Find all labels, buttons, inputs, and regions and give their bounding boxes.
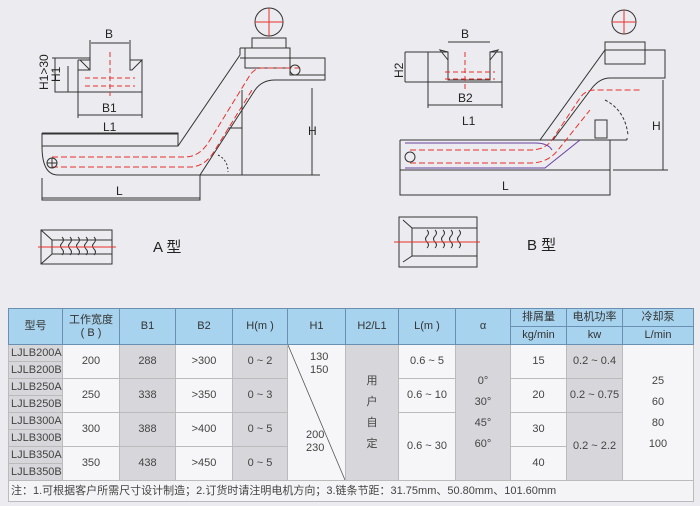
svg-text:H: H xyxy=(652,119,661,133)
b2-cell: >300 xyxy=(175,344,233,379)
motor-cell: 0.2 ~ 0.4 xyxy=(566,344,623,379)
width-cell: 250 xyxy=(62,378,120,413)
table-row: LJLB350B xyxy=(8,463,694,481)
header-motor: 电机功率 xyxy=(566,308,623,327)
spec-table: 型号 工作宽度( B ) B1 B2 H(m ) H1 H2/L1 L(m ) … xyxy=(8,308,694,502)
svg-text:B: B xyxy=(105,27,113,41)
chip-cell: 40 xyxy=(510,446,567,481)
svg-text:L: L xyxy=(502,179,509,193)
header-l: L(m ) xyxy=(398,308,456,345)
b1-cell: 438 xyxy=(119,446,176,481)
motor-cell: 0.2 ~ 2.2 xyxy=(566,412,623,481)
header-chip: 排屑量 xyxy=(510,308,567,327)
model-cell: LJLB300B xyxy=(8,429,63,447)
header-h1: H1 xyxy=(287,308,346,345)
diagram-a-labels: B H1 H1>30 B1 L1 L H A 型 xyxy=(37,27,317,256)
diagram-a-type xyxy=(38,7,326,265)
b1-cell: 388 xyxy=(119,412,176,447)
header-alpha: α xyxy=(455,308,511,345)
h-cell: 0 ~ 5 xyxy=(232,446,288,481)
model-cell: LJLB250A xyxy=(8,378,63,396)
svg-text:B1: B1 xyxy=(102,101,117,115)
h-cell: 0 ~ 5 xyxy=(232,412,288,447)
model-cell: LJLB350B xyxy=(8,463,63,481)
width-cell: 350 xyxy=(62,446,120,481)
model-cell: LJLB300A xyxy=(8,412,63,430)
chip-cell: 30 xyxy=(510,412,567,447)
table-row: LJLB250A 250 338 >350 0 ~ 3 0.6 ~ 10 20 … xyxy=(8,378,694,413)
svg-text:L: L xyxy=(116,184,123,198)
svg-text:B2: B2 xyxy=(458,91,473,105)
header-motor-unit: kw xyxy=(566,326,623,345)
model-cell: LJLB200B xyxy=(8,361,63,379)
caption-b-type: B 型 xyxy=(527,237,556,254)
header-width: 工作宽度( B ) xyxy=(62,308,120,345)
svg-text:H: H xyxy=(308,124,317,138)
l-cell: 0.6 ~ 5 xyxy=(398,344,456,379)
width-cell: 200 xyxy=(62,344,120,379)
l-cell: 0.6 ~ 10 xyxy=(398,378,456,413)
caption-a-type: A 型 xyxy=(153,239,181,256)
svg-text:L1: L1 xyxy=(103,120,117,134)
header-b1: B1 xyxy=(119,308,176,345)
h-cell: 0 ~ 3 xyxy=(232,378,288,413)
b1-cell: 338 xyxy=(119,378,176,413)
b1-cell: 288 xyxy=(119,344,176,379)
conveyor-diagrams: B H1 H1>30 B1 L1 L H A 型 B H2 B2 L1 L H … xyxy=(37,7,668,268)
motor-cell: 0.2 ~ 0.75 xyxy=(566,378,623,413)
chip-cell: 20 xyxy=(510,378,567,413)
h-cell: 0 ~ 2 xyxy=(232,344,288,379)
diagram-b-type xyxy=(394,9,668,268)
b2-cell: >450 xyxy=(175,446,233,481)
table-note: 注：1.可根据客户所需尺寸设计制造；2.订货时请注明电机方向；3.链条节距：31… xyxy=(8,480,694,502)
svg-text:L1: L1 xyxy=(462,114,476,128)
table-row: LJLB300A 300 388 >400 0 ~ 5 0.6 ~ 30 30 … xyxy=(8,412,694,481)
svg-text:H2: H2 xyxy=(392,62,406,78)
diagram-b-labels: B H2 B2 L1 L H B 型 xyxy=(392,27,661,254)
header-pump-unit: L/min xyxy=(622,326,694,345)
table-row: LJLB350A 350 438 >450 0 ~ 5 40 xyxy=(8,446,694,481)
svg-text:H1: H1 xyxy=(49,66,63,82)
model-cell: LJLB350A xyxy=(8,446,63,464)
model-cell: LJLB200A xyxy=(8,344,63,362)
chip-cell: 15 xyxy=(510,344,567,379)
diagonal-line xyxy=(288,345,345,480)
width-cell: 300 xyxy=(62,412,120,447)
svg-text:B: B xyxy=(461,27,469,41)
b2-cell: >400 xyxy=(175,412,233,447)
header-b2: B2 xyxy=(175,308,233,345)
h2l1-cell: 用户自定 xyxy=(345,344,399,481)
table-row: LJLB200B xyxy=(8,361,694,379)
header-chip-unit: kg/min xyxy=(510,326,567,345)
l-cell: 0.6 ~ 30 xyxy=(398,412,456,481)
model-cell: LJLB250B xyxy=(8,395,63,413)
svg-text:H1>30: H1>30 xyxy=(37,54,51,90)
header-pump: 冷却泵 xyxy=(622,308,694,327)
header-model: 型号 xyxy=(8,308,63,345)
header-h2l1: H2/L1 xyxy=(345,308,399,345)
header-h: H(m ) xyxy=(232,308,288,345)
alpha-cell: 0°30°45°60° xyxy=(455,344,511,481)
b2-cell: >350 xyxy=(175,378,233,413)
